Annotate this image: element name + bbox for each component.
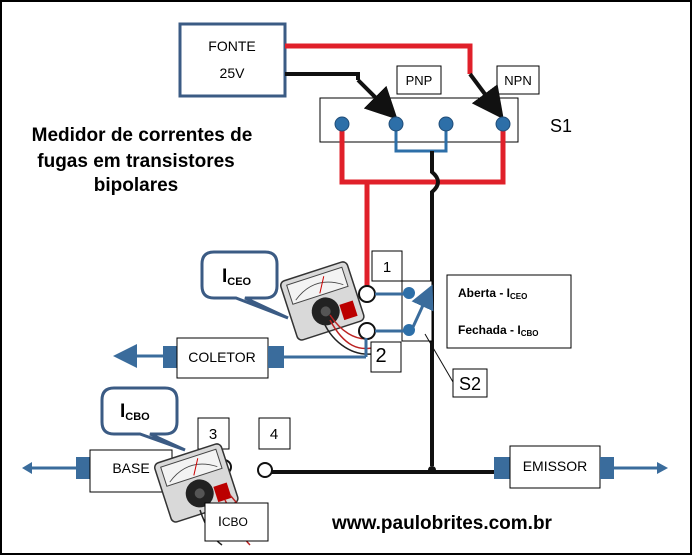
npn-selector-arrow [468,72,504,120]
title-line-1: Medidor de correntes de [32,125,253,146]
s2-closed-label: Fechada - ICBO [458,323,538,338]
s1-label: S1 [550,116,572,136]
source-label-line2: 25V [220,65,246,81]
base-lead: BASE [22,449,173,493]
base-label: BASE [112,460,149,476]
positive-wire-top [285,43,473,74]
s1-terminal-1 [334,116,350,132]
diagram-title: Medidor de correntes de fugas em transis… [32,125,253,196]
s1-terminal-2 [388,116,404,132]
negative-wire-top [285,72,360,80]
terminal-2 [358,322,376,340]
terminal-4 [257,462,273,478]
npn-label: NPN [504,73,531,88]
s1-terminal-3 [438,116,454,132]
terminal-1 [358,285,376,303]
s1-red-loop [339,125,506,185]
switch-s2: S2 [375,280,488,398]
s2-label: S2 [459,374,481,394]
icbo-bottom-box [204,502,269,542]
emitter-label: EMISSOR [523,458,588,474]
icbo-bottom-label: ICBO [218,513,248,529]
icbo-callout: ICBO [100,386,186,452]
source-label-line1: FONTE [208,38,255,54]
multimeter-icbo [153,443,239,523]
emitter-lead: EMISSOR [494,445,668,489]
collector-lead: COLETOR [113,337,368,379]
power-source: FONTE 25V [178,22,287,98]
multimeter-iceo [279,261,365,341]
terminal-box-1 [371,250,403,282]
switch-s1: PNP NPN S1 [319,65,572,143]
collector-label: COLETOR [188,349,255,365]
terminal-label-2: 2 [375,345,386,367]
terminal-label-1: 1 [383,259,391,276]
pnp-selector-arrow [356,78,398,120]
terminal-label-3: 3 [209,426,217,443]
terminal-box-2 [370,341,402,373]
iceo-callout: ICEO [200,250,289,320]
iceo-label: ICEO [222,266,252,288]
title-line-2: fugas em transistores [37,151,234,172]
title-line-3: bipolares [94,175,178,196]
negative-wire-down [430,151,440,466]
pnp-label: PNP [406,73,433,88]
terminal-box-4 [258,417,291,450]
junction-dot [428,466,436,474]
website-url: www.paulobrites.com.br [331,513,553,534]
icbo-label: ICBO [120,401,150,423]
s1-bridge [394,125,448,153]
s1-terminal-4 [495,116,511,132]
terminal-label-4: 4 [270,426,278,443]
s2-legend: Aberta - ICEO Fechada - ICBO [446,274,572,349]
s2-open-label: Aberta - ICEO [458,286,527,301]
